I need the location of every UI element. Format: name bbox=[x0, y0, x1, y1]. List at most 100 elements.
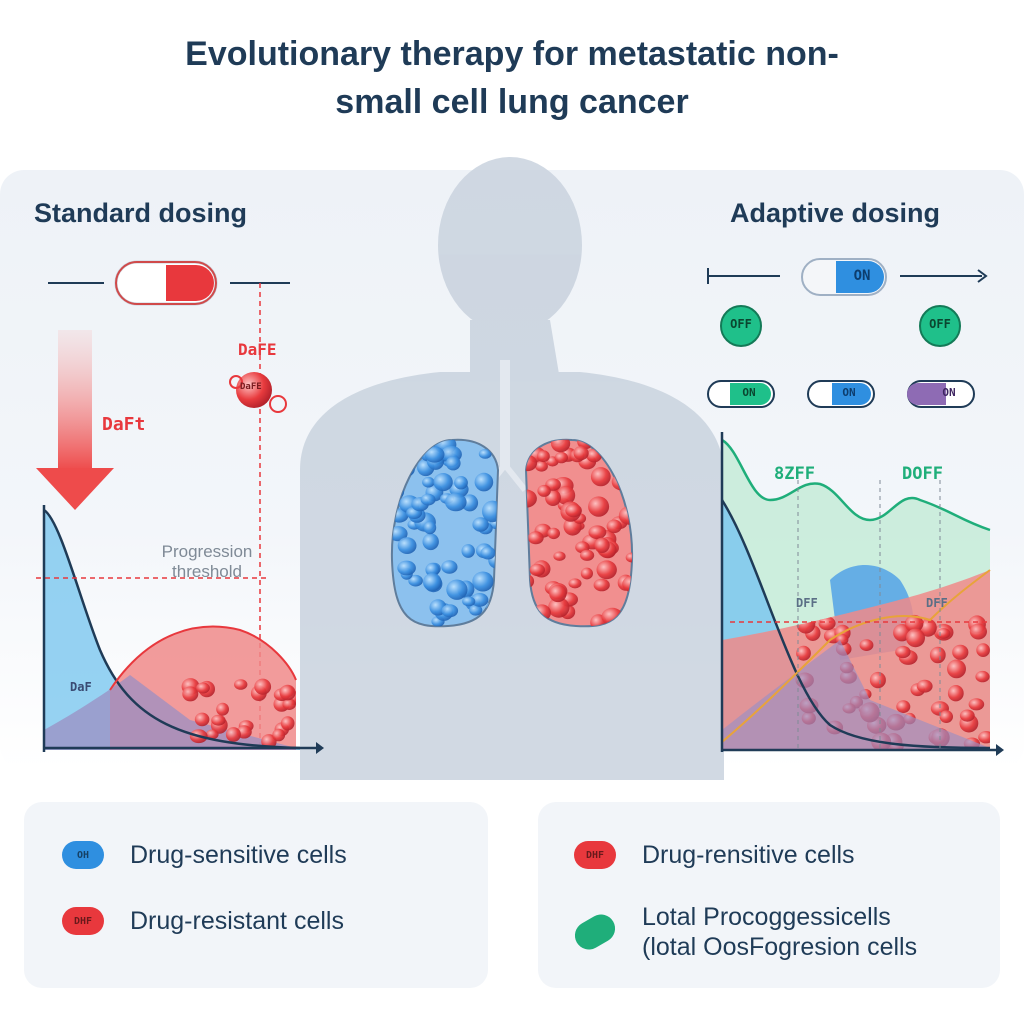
cell-blob bbox=[282, 698, 296, 710]
lungs bbox=[390, 360, 634, 628]
adaptive-chart-tag-left: 8ZFF bbox=[774, 464, 815, 484]
cell-blob bbox=[441, 604, 459, 618]
cell-blob bbox=[896, 700, 911, 713]
title-line-2: small cell lung cancer bbox=[335, 83, 689, 121]
page-title: Evolutionary therapy for metastatic non-… bbox=[0, 30, 1024, 126]
standard-dosing-label: Standard dosing bbox=[34, 198, 248, 228]
standard-drug-tag: DaFE bbox=[238, 340, 277, 359]
cell-blob bbox=[952, 644, 969, 660]
cell-blob bbox=[527, 531, 544, 545]
cell-blob bbox=[548, 597, 570, 618]
legend-label-resistant: Drug-resistant cells bbox=[130, 907, 344, 935]
schedule-pill-2-label: ON bbox=[842, 386, 856, 399]
adaptive-mid-tag-left: DFF bbox=[796, 596, 818, 610]
cell-blob bbox=[529, 563, 545, 577]
cell-blob bbox=[445, 456, 461, 471]
arrow-dose-tag: DaFt bbox=[102, 414, 146, 435]
sensitive-pill-icon: OH bbox=[62, 841, 104, 869]
off-right-label: OFF bbox=[929, 317, 951, 331]
cell-blob bbox=[593, 578, 610, 592]
cell-blob bbox=[929, 646, 946, 664]
cell-blob bbox=[625, 552, 633, 563]
cell-blob bbox=[272, 728, 286, 742]
cell-blob bbox=[454, 476, 468, 490]
cell-blob bbox=[194, 712, 210, 727]
cell-blob bbox=[535, 460, 548, 472]
cell-blob bbox=[818, 616, 836, 631]
cell-blob bbox=[471, 593, 489, 607]
standard-drug-cell-icon bbox=[229, 372, 287, 413]
legend-item-rensitive: DHF Drug-rensitive cells bbox=[574, 840, 855, 870]
legend-label-total: Lotal Procoggessicells (lotal OosFogresi… bbox=[642, 902, 917, 962]
threshold-line-2: threshold bbox=[172, 562, 242, 581]
cell-blob bbox=[474, 472, 494, 492]
cell-blob bbox=[469, 604, 483, 616]
cell-blob bbox=[556, 485, 576, 505]
legend-right-panel: DHF Drug-rensitive cells Lotal Procogges… bbox=[538, 802, 1000, 988]
standard-capsule-icon bbox=[114, 260, 218, 306]
cell-blob bbox=[462, 596, 476, 607]
cell-blob bbox=[182, 686, 199, 702]
cell-blob bbox=[959, 709, 975, 722]
cell-blob bbox=[422, 476, 435, 488]
standard-curve-tag: DaF bbox=[70, 680, 92, 694]
schedule-pill-3-label: ON bbox=[942, 386, 956, 399]
cell-blob bbox=[397, 537, 417, 554]
standard-chart bbox=[36, 505, 324, 754]
rensitive-pill-icon: DHF bbox=[574, 841, 616, 869]
cell-blob bbox=[919, 618, 937, 637]
dosing-down-arrow-shaft bbox=[58, 330, 92, 470]
cell-blob bbox=[480, 546, 496, 560]
cell-blob bbox=[978, 731, 990, 744]
title-line-1: Evolutionary therapy for metastatic non- bbox=[185, 35, 839, 73]
cell-blob bbox=[554, 451, 569, 464]
cell-blob bbox=[206, 729, 219, 740]
cell-blob bbox=[537, 484, 551, 497]
dosing-down-arrow-head bbox=[36, 468, 114, 510]
cell-blob bbox=[211, 714, 226, 726]
legend-item-resistant: DHF Drug-resistant cells bbox=[62, 906, 344, 936]
legend-label-total-line-1: Lotal Procoggessicells bbox=[642, 903, 891, 931]
cell-blob bbox=[225, 727, 241, 742]
cell-blob bbox=[423, 521, 437, 535]
cell-blob bbox=[916, 679, 933, 693]
cell-blob bbox=[594, 537, 610, 553]
cell-blob bbox=[936, 628, 951, 639]
cell-blob bbox=[895, 645, 911, 659]
adaptive-dosing-label: Adaptive dosing bbox=[730, 198, 941, 228]
cell-blob bbox=[478, 449, 492, 459]
legend-item-sensitive: OH Drug-sensitive cells bbox=[62, 840, 347, 870]
total-pill-icon bbox=[569, 909, 621, 955]
cell-blob bbox=[796, 645, 811, 661]
cell-blob bbox=[976, 643, 990, 657]
off-left-circle-icon bbox=[720, 305, 762, 347]
schedule-pill-3-icon bbox=[907, 380, 975, 408]
cell-blob bbox=[588, 496, 610, 517]
cell-blob bbox=[441, 560, 458, 574]
legend-label-total-line-2: (lotal OosFogresion cells bbox=[642, 933, 918, 961]
cell-blob bbox=[939, 710, 953, 723]
on-capsule-icon bbox=[801, 258, 887, 296]
cell-blob bbox=[391, 526, 408, 542]
schedule-pill-2-icon bbox=[807, 380, 875, 408]
standard-timeline bbox=[48, 260, 290, 745]
cell-blob bbox=[216, 702, 230, 716]
cell-blob bbox=[397, 560, 416, 576]
cell-blob bbox=[472, 571, 494, 592]
off-right-circle-icon bbox=[919, 305, 961, 347]
adaptive-timeline bbox=[707, 258, 988, 408]
human-silhouette bbox=[300, 157, 724, 780]
cell-blob bbox=[423, 573, 442, 592]
cell-blob bbox=[553, 551, 566, 561]
cell-blob bbox=[280, 716, 295, 731]
adaptive-chart-tag-right: DOFF bbox=[902, 464, 943, 484]
cell-blob bbox=[537, 450, 550, 463]
cell-blob bbox=[606, 519, 622, 534]
cell-blob bbox=[551, 439, 571, 453]
schedule-pill-1-icon bbox=[707, 380, 775, 408]
cell-blob bbox=[196, 682, 210, 694]
cell-blob bbox=[526, 454, 538, 472]
cell-blob bbox=[580, 567, 594, 580]
cell-blob bbox=[590, 467, 611, 487]
